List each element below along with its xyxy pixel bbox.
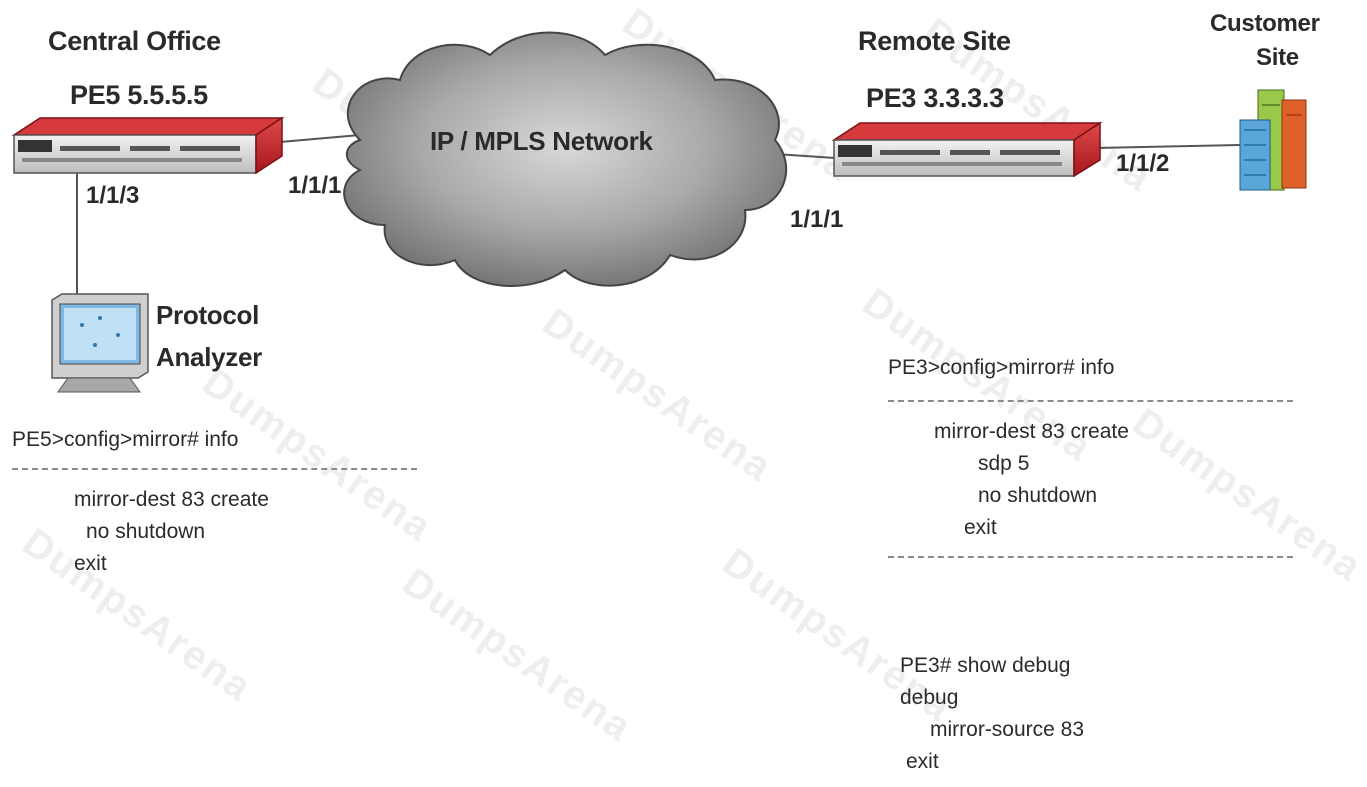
ip-mpls-cloud xyxy=(343,31,788,287)
pe3-config-divider-bottom xyxy=(888,556,1293,558)
pe3-debug-line: mirror-source 83 xyxy=(930,718,1085,741)
pe5-config-line: no shutdown xyxy=(86,520,206,543)
pe3-config-line: exit xyxy=(964,516,997,539)
customer-building-icon xyxy=(1239,89,1307,191)
pe3-config-line: mirror-dest 83 create xyxy=(934,420,1129,443)
pe5-config-line: mirror-dest 83 create xyxy=(74,488,269,511)
pe3-debug-line: exit xyxy=(906,750,939,773)
protocol-analyzer-label-2: Analyzer xyxy=(156,342,262,372)
pe3-port-customer: 1/1/2 xyxy=(1116,150,1170,177)
central-office-label: Central Office xyxy=(48,26,221,56)
pe5-router-icon xyxy=(11,116,285,175)
pe3-router-icon xyxy=(831,121,1103,178)
protocol-analyzer-label-1: Protocol xyxy=(156,300,260,330)
pe3-config-line: sdp 5 xyxy=(978,452,1030,475)
link-pe5-cloud xyxy=(279,134,361,143)
pe5-port-analyzer: 1/1/3 xyxy=(86,182,140,209)
ip-mpls-network-label: IP / MPLS Network xyxy=(430,126,653,156)
pe5-config-line: exit xyxy=(74,552,107,575)
pe3-port-uplink: 1/1/1 xyxy=(790,206,844,233)
pe5-config-prompt: PE5>config>mirror# info xyxy=(12,428,239,451)
remote-site-label: Remote Site xyxy=(858,26,1011,56)
pe5-port-uplink: 1/1/1 xyxy=(288,172,342,199)
pe3-label: PE3 3.3.3.3 xyxy=(866,83,1004,113)
pe3-config-prompt: PE3>config>mirror# info xyxy=(888,356,1115,379)
pe5-label: PE5 5.5.5.5 xyxy=(70,80,208,110)
protocol-analyzer-pc-icon xyxy=(51,293,149,393)
customer-site-label-2: Site xyxy=(1256,44,1299,71)
pe3-debug-line: debug xyxy=(900,686,959,709)
pe3-debug-prompt: PE3# show debug xyxy=(900,654,1071,677)
pe3-config-line: no shutdown xyxy=(978,484,1098,507)
pe3-config-divider-top xyxy=(888,400,1293,402)
pe5-config-divider xyxy=(12,468,417,470)
customer-site-label-1: Customer xyxy=(1210,10,1320,37)
link-pe3-customer xyxy=(1094,144,1241,149)
